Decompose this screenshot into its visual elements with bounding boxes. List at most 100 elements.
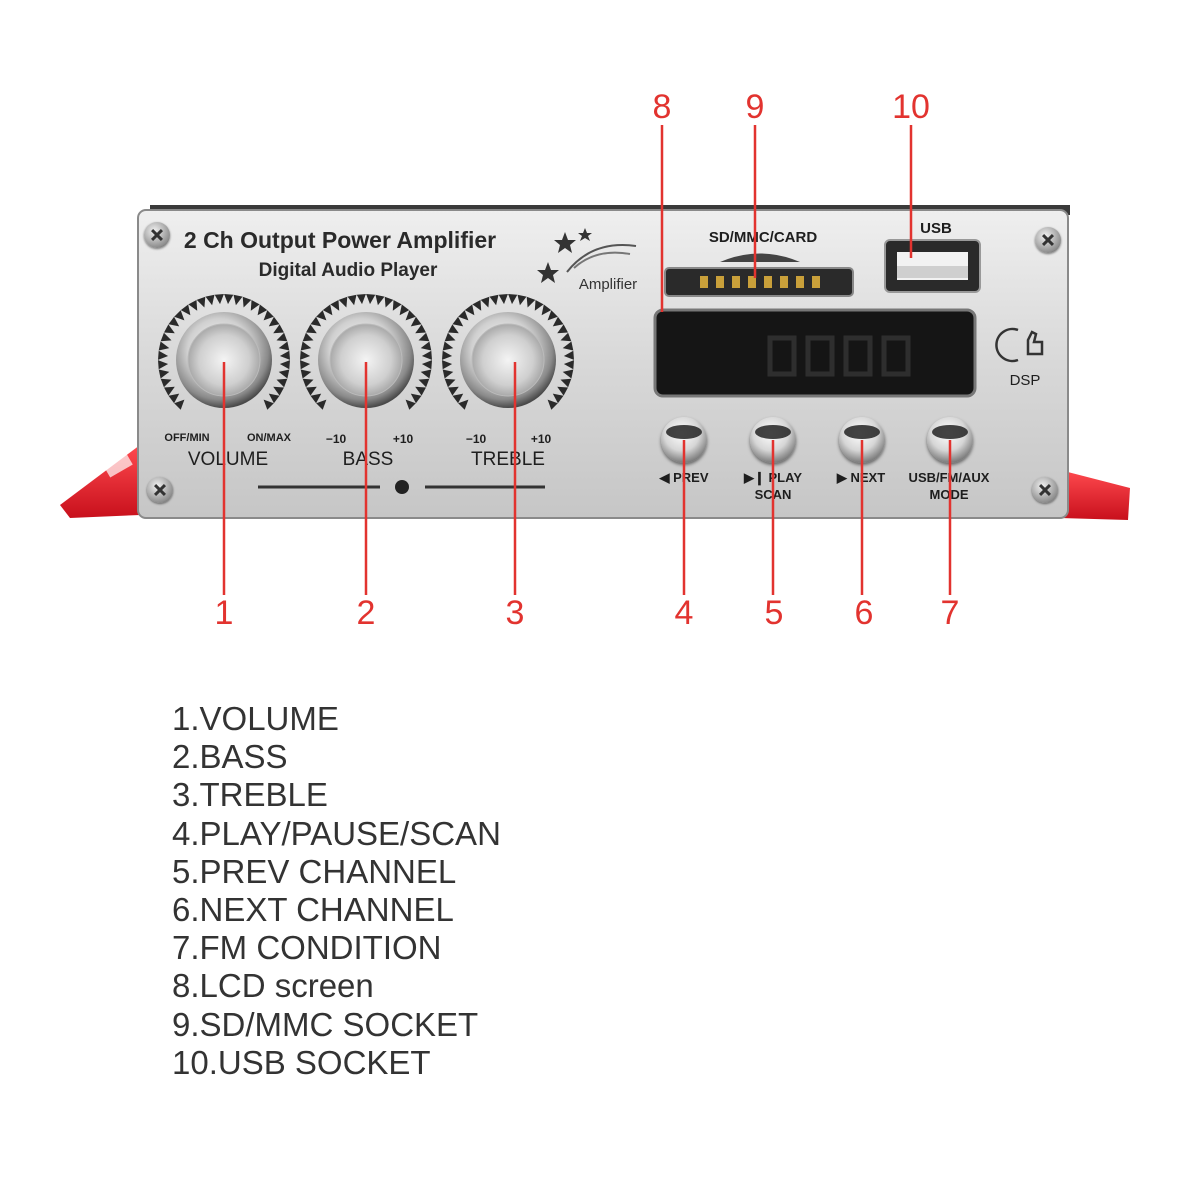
knob-tick-mark <box>421 350 432 360</box>
volume-knob <box>176 312 272 408</box>
right-mounting-flange <box>1060 470 1130 520</box>
knob-tick-mark <box>168 393 180 404</box>
knob-tick-mark <box>322 304 333 316</box>
knob-tick-mark <box>547 399 558 410</box>
knob-tick-mark <box>552 316 564 327</box>
knob-tick-mark <box>160 378 172 388</box>
dsp-label: DSP <box>1009 372 1041 389</box>
knob-tick-mark <box>562 369 574 379</box>
legend-item: 2.BASS <box>172 738 288 776</box>
knob-tick-mark <box>174 310 185 321</box>
knob-tick-mark <box>557 386 568 396</box>
knob-tick-mark <box>384 296 394 308</box>
knob-tick-mark <box>338 296 348 308</box>
knob-tick-mark <box>562 341 574 351</box>
knob-tick-mark <box>458 310 469 321</box>
volume-label: VOLUME <box>187 449 269 470</box>
knob-tick-mark <box>534 300 544 311</box>
callout-4: 4 <box>674 594 694 632</box>
knob-tick-mark <box>547 310 558 321</box>
knob-tick-mark <box>557 324 568 334</box>
knob-tick-mark <box>302 378 314 388</box>
amplifier-logo-icon <box>537 228 637 283</box>
knob-tick-mark <box>452 393 464 404</box>
knob-tick-mark <box>310 316 322 327</box>
knob-tick-mark <box>300 350 311 360</box>
knob-tick-mark <box>302 332 314 342</box>
knob-tick-mark <box>273 324 284 334</box>
bass-max-label: +10 <box>392 432 414 446</box>
card-slot-label: SD/MMC/CARD <box>708 229 818 246</box>
knob-tick-mark <box>306 324 317 334</box>
callout-7: 7 <box>940 594 960 632</box>
treble-max-label: +10 <box>530 432 552 446</box>
knob-tick-mark <box>164 324 175 334</box>
usb-label: USB <box>920 220 952 237</box>
callout-8: 8 <box>652 88 672 126</box>
knob-tick-mark <box>418 332 430 342</box>
knob-tick-mark <box>268 316 280 327</box>
knob-tick-mark <box>279 360 290 370</box>
knob-tick-mark <box>347 294 357 306</box>
knob-tick-mark <box>458 399 469 410</box>
knob-tick-mark <box>392 300 402 311</box>
knob-tick-mark <box>263 399 274 410</box>
knob-tick-mark <box>205 294 215 306</box>
knob-tick-mark <box>420 341 432 351</box>
knob-tick-mark <box>174 399 185 410</box>
knob-tick-mark <box>405 399 416 410</box>
knob-tick-mark <box>276 332 288 342</box>
knob-tick-mark <box>480 296 490 308</box>
volume-min-label: OFF/MIN <box>164 432 210 444</box>
screw-top-right <box>1035 227 1061 253</box>
treble-min-label: −10 <box>465 432 487 446</box>
callout-2: 2 <box>356 594 376 632</box>
knob-tick-mark <box>452 316 464 327</box>
knob-tick-mark <box>517 294 527 306</box>
knob-tick-mark <box>306 386 317 396</box>
treble-label: TREBLE <box>471 449 545 470</box>
dsp-thumb-icon <box>995 327 1044 363</box>
knob-tick-mark <box>164 386 175 396</box>
knob-tick-mark <box>410 393 422 404</box>
knob-tick-mark <box>464 304 475 316</box>
legend-item: 1.VOLUME <box>172 700 339 737</box>
bass-label: BASS <box>342 449 394 470</box>
knob-tick-mark <box>188 300 198 311</box>
knob-tick-mark <box>356 294 366 305</box>
knob-tick-mark <box>444 378 456 388</box>
legend-item: 9.SD/MMC SOCKET <box>172 1005 479 1043</box>
legend-item: 4.PLAY/PAUSE/SCAN <box>172 814 501 852</box>
bass-knob <box>318 312 414 408</box>
legend-item: 5.PREV CHANNEL <box>172 852 457 890</box>
knob-tick-mark <box>279 350 290 360</box>
knob-tick-mark <box>448 386 459 396</box>
knob-tick-mark <box>233 294 243 306</box>
knob-tick-mark <box>444 332 456 342</box>
amplifier-device: 2 Ch Output Power Amplifier Digital Audi… <box>0 0 1190 560</box>
callout-lines <box>222 125 952 595</box>
knob-tick-mark <box>268 393 280 404</box>
knob-tick-mark <box>552 393 564 404</box>
knob-tick-mark <box>563 350 574 360</box>
knob-tick-mark <box>442 360 453 370</box>
knob-tick-mark <box>263 310 274 321</box>
knob-tick-mark <box>300 360 311 370</box>
volume-max-label: ON/MAX <box>247 432 291 444</box>
knob-tick-mark <box>300 341 312 351</box>
knob-tick-mark <box>366 294 376 305</box>
knob-tick-mark <box>560 332 572 342</box>
knob-tick-mark <box>158 360 169 370</box>
knob-tick-mark <box>180 304 191 316</box>
knob-tick-mark <box>224 294 234 305</box>
knob-tick-mark <box>405 310 416 321</box>
knob-tick-mark <box>316 399 327 410</box>
knob-tick-mark <box>330 300 340 311</box>
knob-tick-mark <box>415 386 426 396</box>
knob-tick-mark <box>257 304 268 316</box>
screw-bottom-left <box>147 477 173 503</box>
knob-tick-mark <box>421 360 432 370</box>
callout-10: 10 <box>892 88 930 126</box>
knob-tick-mark <box>316 310 327 321</box>
knob-tick-mark <box>498 294 508 305</box>
